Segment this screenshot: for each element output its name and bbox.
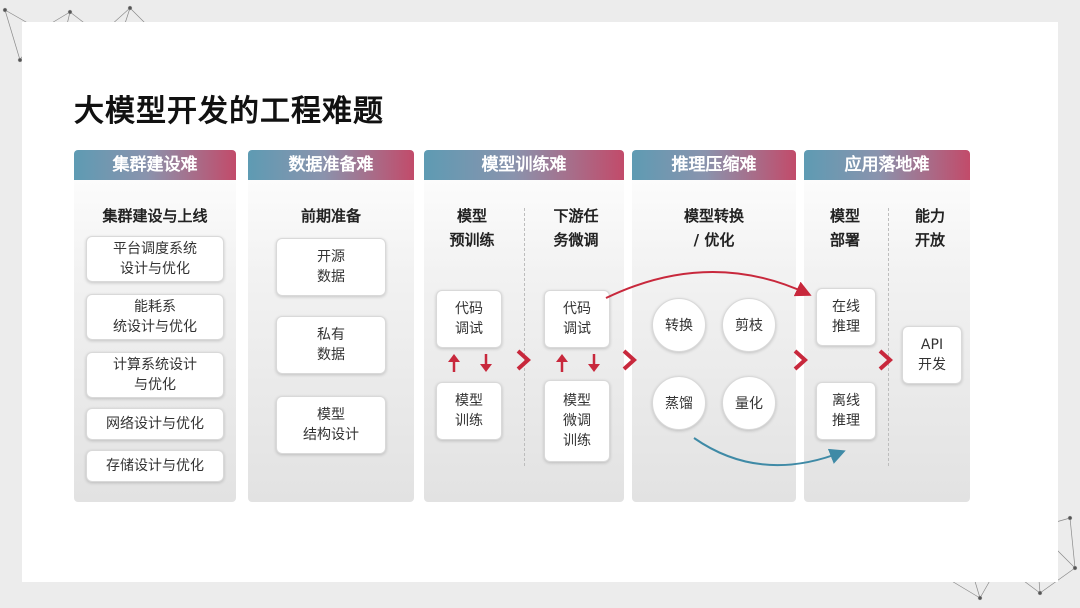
online-inference-box: 在线 推理 (816, 288, 876, 346)
column-cluster: 集群建设难 集群建设与上线 平台调度系统 设计与优化 能耗系 统设计与优化 计算… (74, 150, 236, 502)
column-deploy: 应用落地难 模型 部署 能力 开放 在线 推理 离线 推理 API 开发 (804, 150, 970, 502)
column-header-deploy: 应用落地难 (804, 150, 970, 180)
data-item: 私有 数据 (276, 316, 386, 374)
column-subtitle-finetune: 下游任 务微调 (532, 204, 620, 252)
chevron-right-icon (791, 348, 811, 372)
distillation-circle: 蒸馏 (652, 376, 706, 430)
chevron-right-icon (620, 348, 640, 372)
column-subtitle-deploy: 模型 部署 (808, 204, 882, 252)
quantization-circle: 量化 (722, 376, 776, 430)
api-development-box: API 开发 (902, 326, 962, 384)
finetune-training-box: 模型 微调 训练 (544, 380, 610, 462)
column-header-cluster: 集群建设难 (74, 150, 236, 180)
column-header-inference: 推理压缩难 (632, 150, 796, 180)
transform-circle: 转换 (652, 298, 706, 352)
data-item: 模型 结构设计 (276, 396, 386, 454)
finetune-code-debug-box: 代码 调试 (544, 290, 610, 348)
offline-inference-box: 离线 推理 (816, 382, 876, 440)
pretrain-model-training-box: 模型 训练 (436, 382, 502, 440)
column-subtitle-capability: 能力 开放 (894, 204, 966, 252)
chevron-right-icon (876, 348, 896, 372)
column-subtitle-inference: 模型转换 / 优化 (632, 204, 796, 252)
column-training: 模型训练难 模型 预训练 下游任 务微调 代码 调试 模型 训练 代码 调试 模… (424, 150, 624, 502)
column-divider (888, 208, 889, 466)
page-title: 大模型开发的工程难题 (74, 86, 384, 130)
pruning-circle: 剪枝 (722, 298, 776, 352)
cluster-item: 网络设计与优化 (86, 408, 224, 440)
column-subtitle-pretrain: 模型 预训练 (428, 204, 516, 252)
cluster-item: 平台调度系统 设计与优化 (86, 236, 224, 282)
chevron-right-icon (514, 348, 534, 372)
column-header-data: 数据准备难 (248, 150, 414, 180)
data-item: 开源 数据 (276, 238, 386, 296)
column-data: 数据准备难 前期准备 开源 数据 私有 数据 模型 结构设计 (248, 150, 414, 502)
column-inference: 推理压缩难 模型转换 / 优化 转换 剪枝 蒸馏 量化 (632, 150, 796, 502)
cluster-item: 能耗系 统设计与优化 (86, 294, 224, 340)
cluster-item: 存储设计与优化 (86, 450, 224, 482)
column-header-training: 模型训练难 (424, 150, 624, 180)
column-subtitle-cluster: 集群建设与上线 (74, 204, 236, 228)
cluster-item: 计算系统设计 与优化 (86, 352, 224, 398)
pretrain-code-debug-box: 代码 调试 (436, 290, 502, 348)
column-subtitle-data: 前期准备 (248, 204, 414, 228)
column-divider (524, 208, 525, 466)
